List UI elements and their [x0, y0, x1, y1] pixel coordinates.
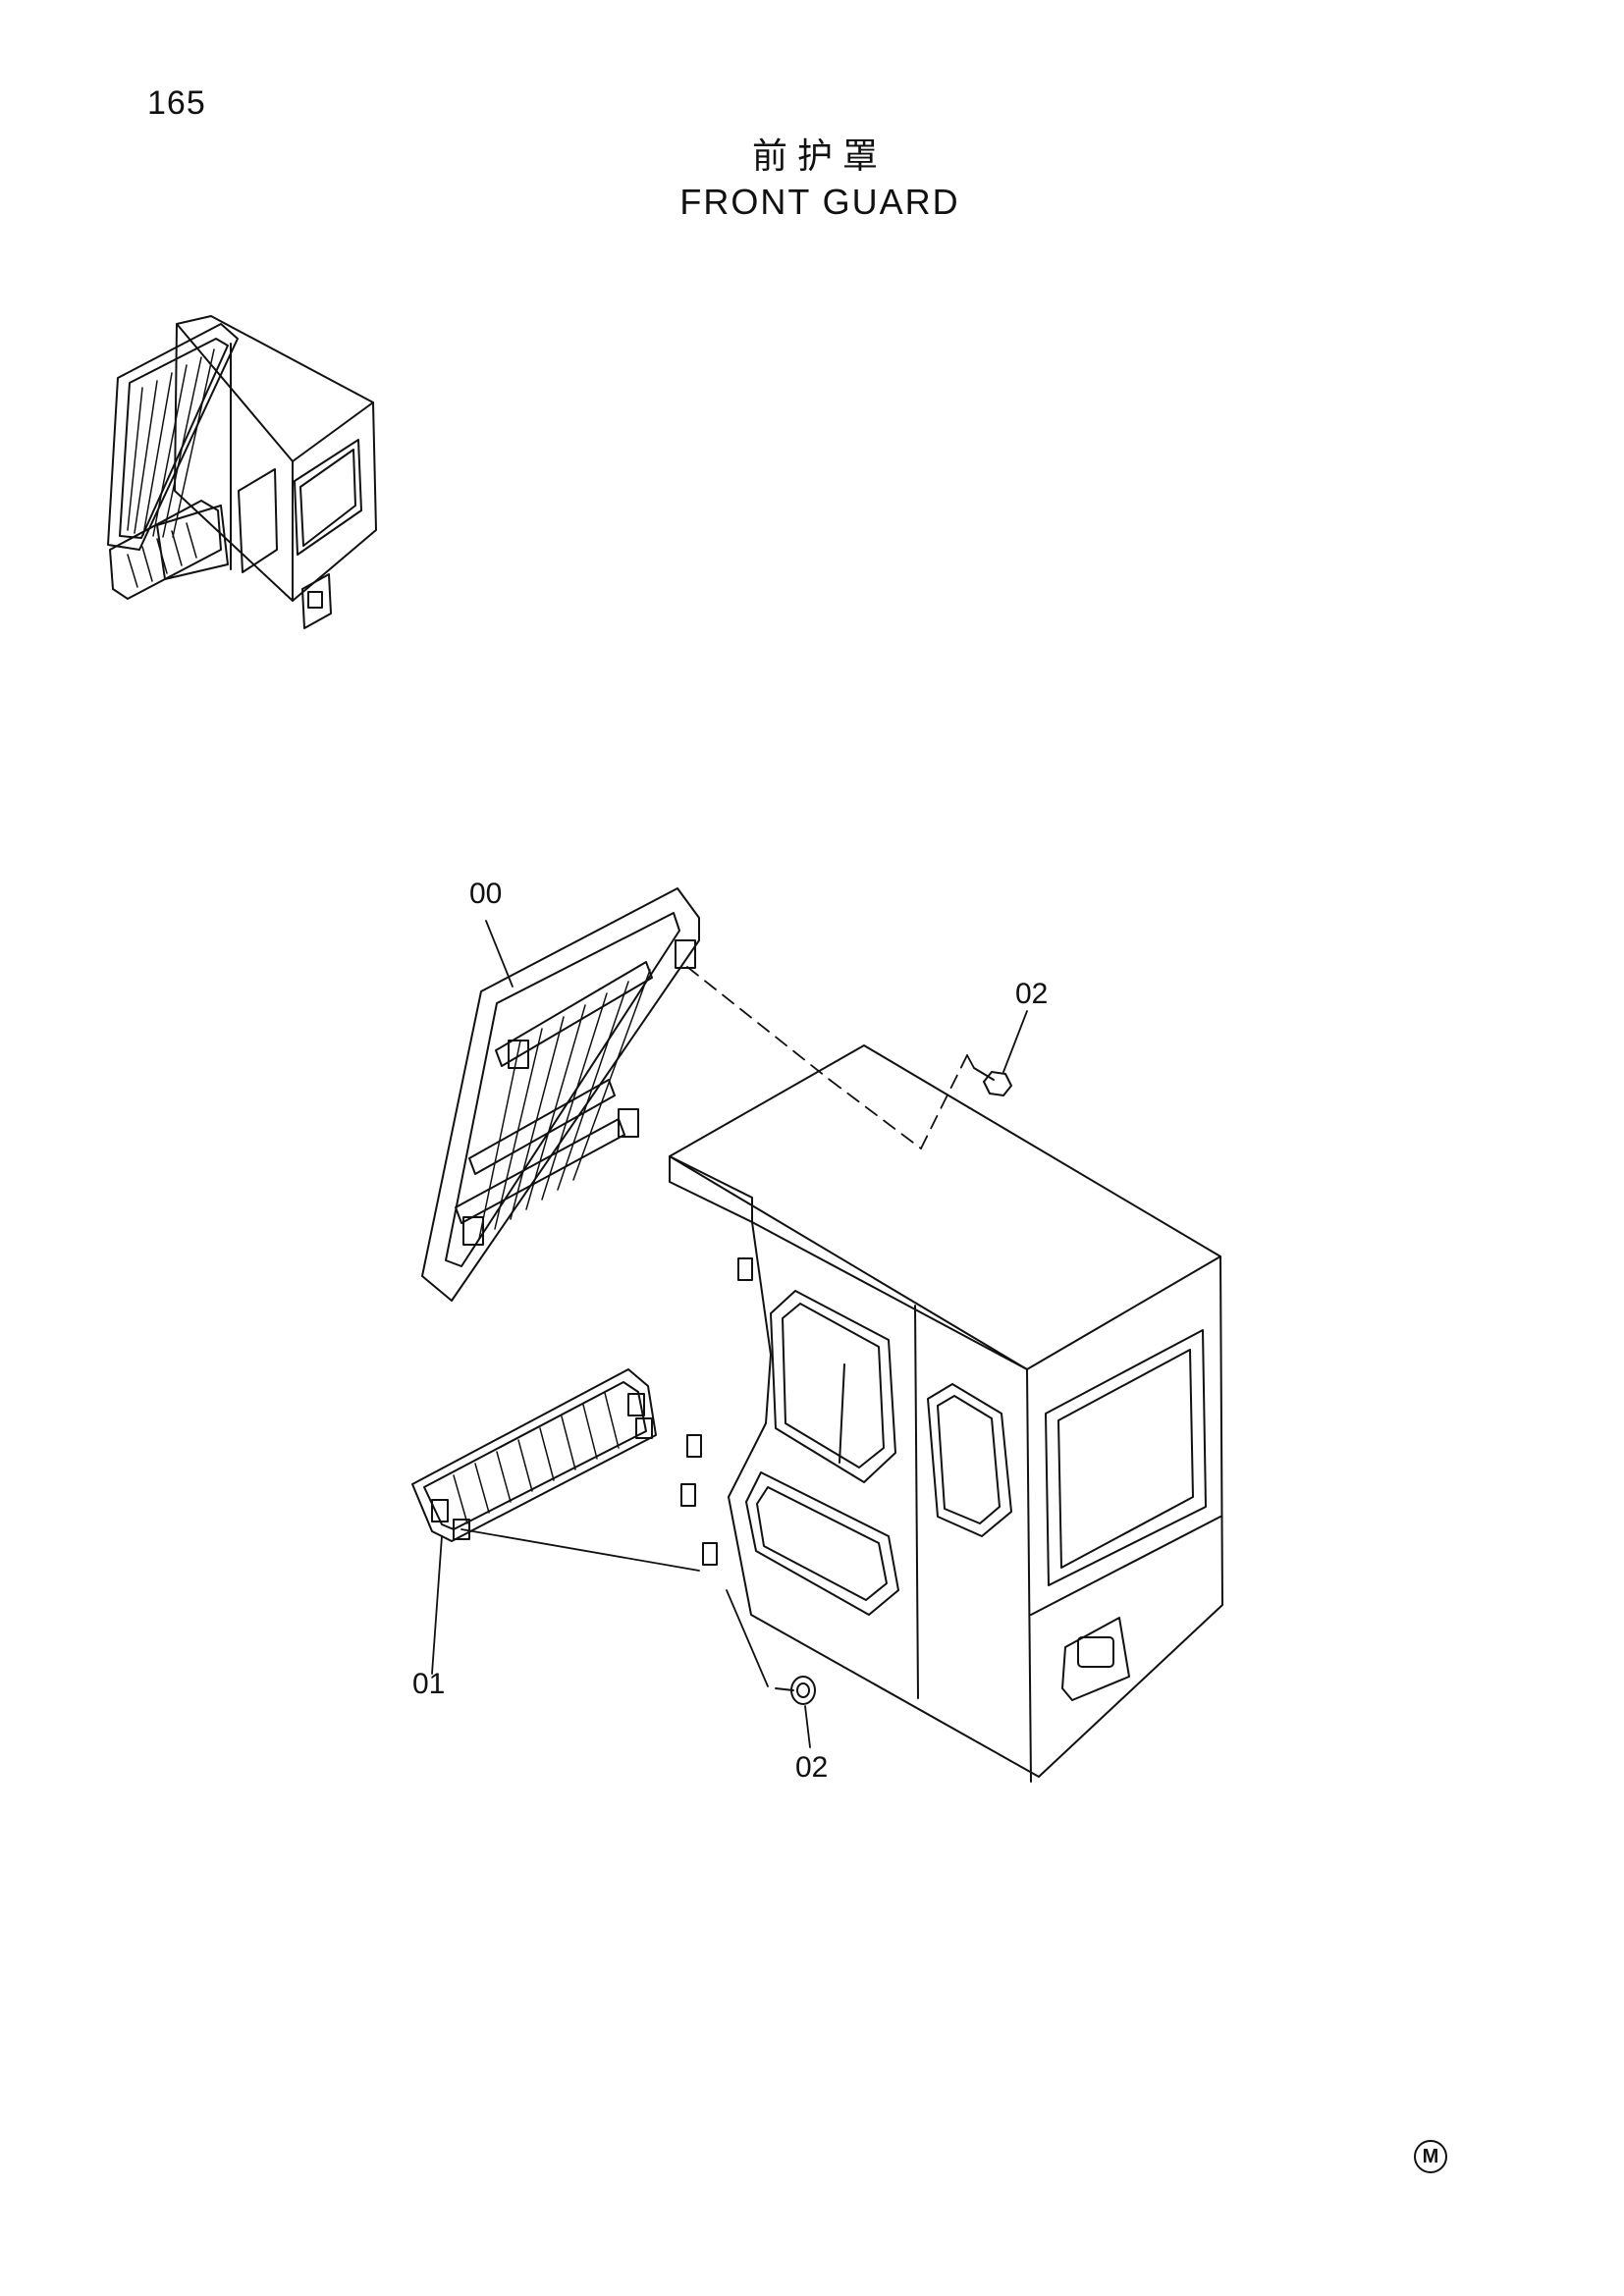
lower-front-guard	[411, 1368, 657, 1542]
bolt-top	[973, 1067, 1012, 1096]
title-english: FRONT GUARD	[679, 182, 960, 222]
bolt-bottom	[775, 1676, 816, 1705]
callout-02-bottom: 02	[795, 1751, 828, 1784]
callout-01: 01	[412, 1668, 445, 1700]
leader-lines	[431, 920, 1028, 1748]
publisher-mark: M	[1414, 2140, 1447, 2173]
assembly-lines	[686, 966, 975, 1149]
callout-02-top: 02	[1015, 978, 1048, 1010]
assembly-lines-solid	[460, 1528, 769, 1687]
cab-body	[669, 1044, 1223, 1783]
upper-front-guard	[421, 887, 700, 1302]
page-number: 165	[147, 84, 206, 122]
callout-00: 00	[469, 878, 502, 910]
title-chinese: 前护罩	[751, 136, 888, 177]
overview-thumbnail	[107, 315, 377, 629]
